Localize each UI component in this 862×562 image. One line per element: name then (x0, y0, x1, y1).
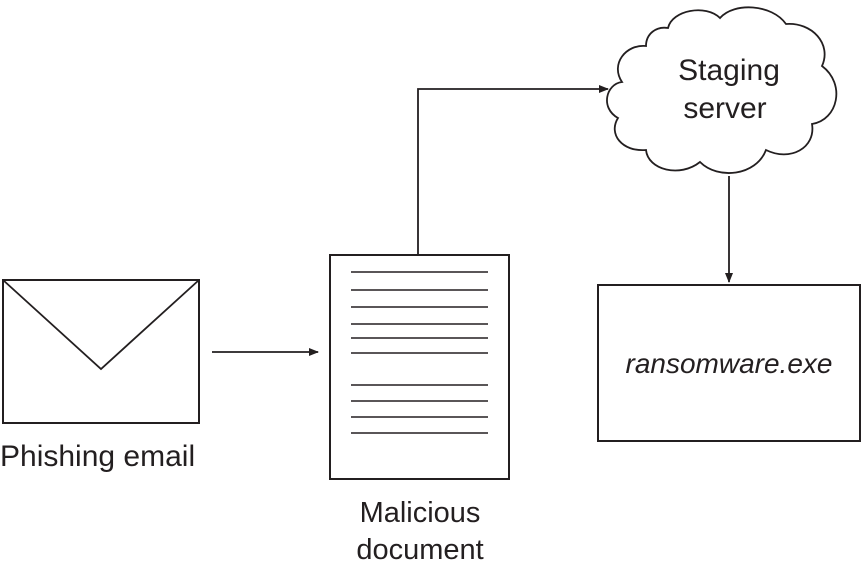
server-label-line2: server (683, 92, 766, 125)
document-label-line2: document (356, 534, 483, 562)
document-label-line1: Malicious (360, 497, 481, 529)
arrow-document-to-server (417, 85, 609, 255)
payload-box (597, 284, 861, 442)
envelope-icon (2, 279, 200, 424)
document-icon (329, 254, 510, 480)
email-label: Phishing email (0, 440, 195, 473)
payload-label: ransomware.exe (626, 348, 833, 379)
cloud-icon (606, 6, 838, 174)
server-label-line1: Staging (678, 54, 780, 87)
